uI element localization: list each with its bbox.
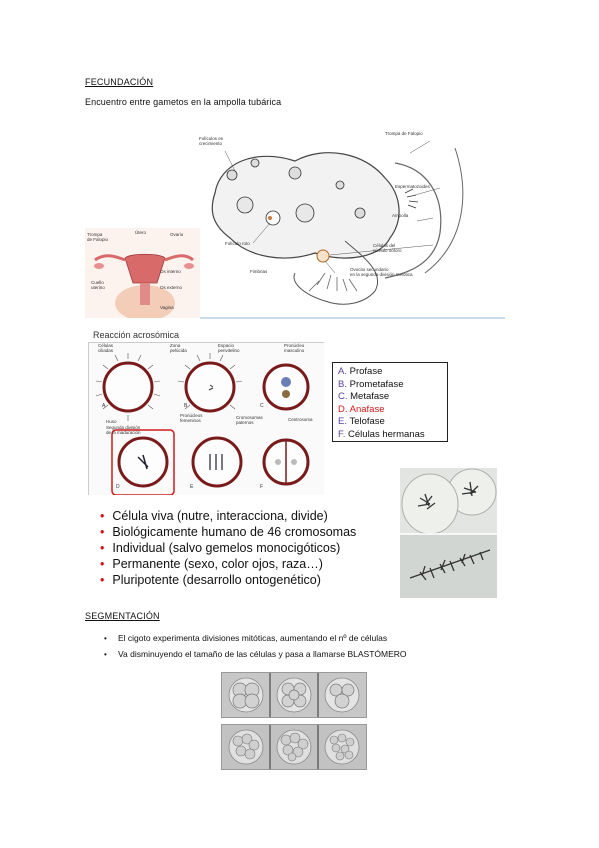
label-foliculo-roto: Folículo roto — [225, 241, 250, 246]
legend-row: A. Profase — [338, 366, 447, 379]
legend-row: D. Anafase — [338, 404, 447, 417]
label-os-externo: Os externo — [160, 285, 183, 290]
panel-letter-a: A — [102, 403, 106, 409]
panel-letter-d: D — [116, 484, 120, 490]
segmentation-item-text: El cigoto experimenta divisiones mitótic… — [118, 633, 388, 643]
bullet-dot: • — [104, 650, 107, 659]
label-pronucleos-femeninos: Pronúcleos femeninos — [180, 413, 203, 423]
legend-letter: F. — [338, 428, 346, 440]
embryo-micrograph-row-1 — [221, 672, 367, 718]
label-celulas-cumulo: Células del cúmulo oóforo — [373, 243, 402, 253]
legend-text: Metafase — [350, 391, 390, 402]
section-subtitle: Encuentro entre gametos en la ampolla tu… — [85, 97, 282, 107]
section-heading-fecundacion: FECUNDACIÓN — [85, 77, 154, 87]
legend-letter: B. — [338, 378, 347, 390]
acrosome-title: Reacción acrosómica — [93, 330, 180, 340]
label-trompa: Trompa de Falopio — [385, 131, 423, 136]
uterus-drawing — [85, 228, 200, 318]
acrosome-mitosis-diagram: Reacción acrosómica Células ciliadas Zon… — [88, 330, 324, 495]
legend-letter: E. — [338, 416, 347, 427]
uterus-diagram: Trompa de Falopio Útero Ovario Os intern… — [85, 228, 200, 318]
label-vagina: Vagina — [160, 305, 174, 310]
label-segunda-division: Segunda división de la maduración — [106, 425, 141, 435]
ovary-drawing — [195, 123, 505, 318]
properties-item: • Permanente (sexo, color ojos, raza…) — [100, 556, 356, 572]
micrograph-chromosomes — [400, 468, 497, 598]
label-os-interno: Os interno — [160, 269, 181, 274]
legend-row: F. Células hermanas — [338, 429, 447, 442]
legend-letter: D. — [338, 403, 348, 415]
legend-letter: C. — [338, 391, 348, 402]
label-huso: Huso — [106, 419, 117, 424]
properties-item: • Célula viva (nutre, interacciona, divid… — [100, 508, 356, 524]
panel-letter-b: B — [184, 403, 188, 409]
label-ampolla: Ampolla — [392, 213, 409, 218]
embryo-cells-row-1 — [222, 673, 366, 717]
embryo-micrograph-row-2 — [221, 724, 367, 770]
legend-row: E. Telofase — [338, 416, 447, 429]
mitosis-phase-legend: A. Profase B. Prometafase C. Metafase D.… — [332, 362, 448, 442]
panel-letter-f: F — [260, 484, 264, 490]
properties-item-text: Biológicamente humano de 46 cromosomas — [112, 525, 357, 539]
legend-row: C. Metafase — [338, 391, 447, 404]
legend-row: B. Prometafase — [338, 379, 447, 392]
label-espacio-perivitelino: Espacio perivitelino — [218, 343, 240, 353]
micrograph-drawing — [400, 468, 497, 598]
segmentation-item-text: Va disminuyendo el tamaño de las células… — [118, 649, 407, 659]
label-ovocito: Ovocito secundario en la segunda divisió… — [350, 267, 413, 277]
label-pronucleo-masculino: Pronúcleo masculino — [284, 343, 305, 353]
bullet-dot: • — [100, 525, 105, 539]
legend-text: Células hermanas — [348, 428, 425, 440]
panel-letter-e: E — [190, 484, 194, 490]
bullet-dot: • — [104, 634, 107, 643]
panel-letter-c: C — [260, 403, 264, 409]
ovary-fallopian-diagram: Folículos en crecimiento Trompa de Falop… — [195, 123, 505, 318]
segmentation-item: • El cigoto experimenta divisiones mitóti… — [104, 633, 387, 643]
label-zona-pelucida: Zona pelúcida — [170, 343, 187, 353]
mitosis-cells — [95, 353, 310, 495]
properties-item-text: Célula viva (nutre, interacciona, divide… — [112, 509, 328, 523]
properties-item: • Biológicamente humano de 46 cromosomas — [100, 524, 356, 540]
label-utero: Útero — [135, 230, 147, 235]
legend-letter: A. — [338, 366, 347, 377]
bullet-dot: • — [100, 573, 105, 587]
bullet-dot: • — [100, 509, 105, 523]
label-cromosomas-paternos: Cromosomas paternos — [236, 415, 263, 425]
legend-text: Telofase — [349, 416, 385, 427]
embryo-cells-row-2 — [222, 725, 366, 769]
properties-item-text: Individual (salvo gemelos monocigóticos) — [112, 541, 341, 555]
properties-item: • Individual (salvo gemelos monocigóticos… — [100, 540, 356, 556]
properties-item: • Pluripotente (desarrollo ontogenético) — [100, 572, 356, 588]
label-trompa-uterus: Trompa de Falopio — [87, 232, 109, 242]
section-heading-segmentacion: SEGMENTACIÓN — [85, 611, 160, 621]
label-foliculos: Folículos en crecimiento — [199, 136, 224, 146]
properties-item-text: Permanente (sexo, color ojos, raza…) — [112, 557, 323, 571]
label-espermatozoides: Espermatozoides — [395, 184, 430, 189]
properties-list: • Célula viva (nutre, interacciona, divid… — [100, 508, 356, 588]
divider — [200, 317, 505, 319]
label-ovario: Ovario — [170, 232, 184, 237]
label-celulas-ciliadas: Células ciliadas — [98, 343, 114, 353]
label-cuello: Cuello uterino — [91, 280, 105, 290]
bullet-dot: • — [100, 557, 105, 571]
properties-item-text: Pluripotente (desarrollo ontogenético) — [112, 573, 321, 587]
segmentation-item: • Va disminuyendo el tamaño de las célula… — [104, 649, 407, 659]
label-centrosoma: Centrosoma — [288, 417, 313, 422]
label-fimbrias: Fimbrias — [250, 269, 268, 274]
legend-text: Profase — [349, 366, 383, 377]
legend-text: Anafase — [349, 403, 385, 415]
legend-text: Prometafase — [349, 378, 404, 390]
bullet-dot: • — [100, 541, 105, 555]
